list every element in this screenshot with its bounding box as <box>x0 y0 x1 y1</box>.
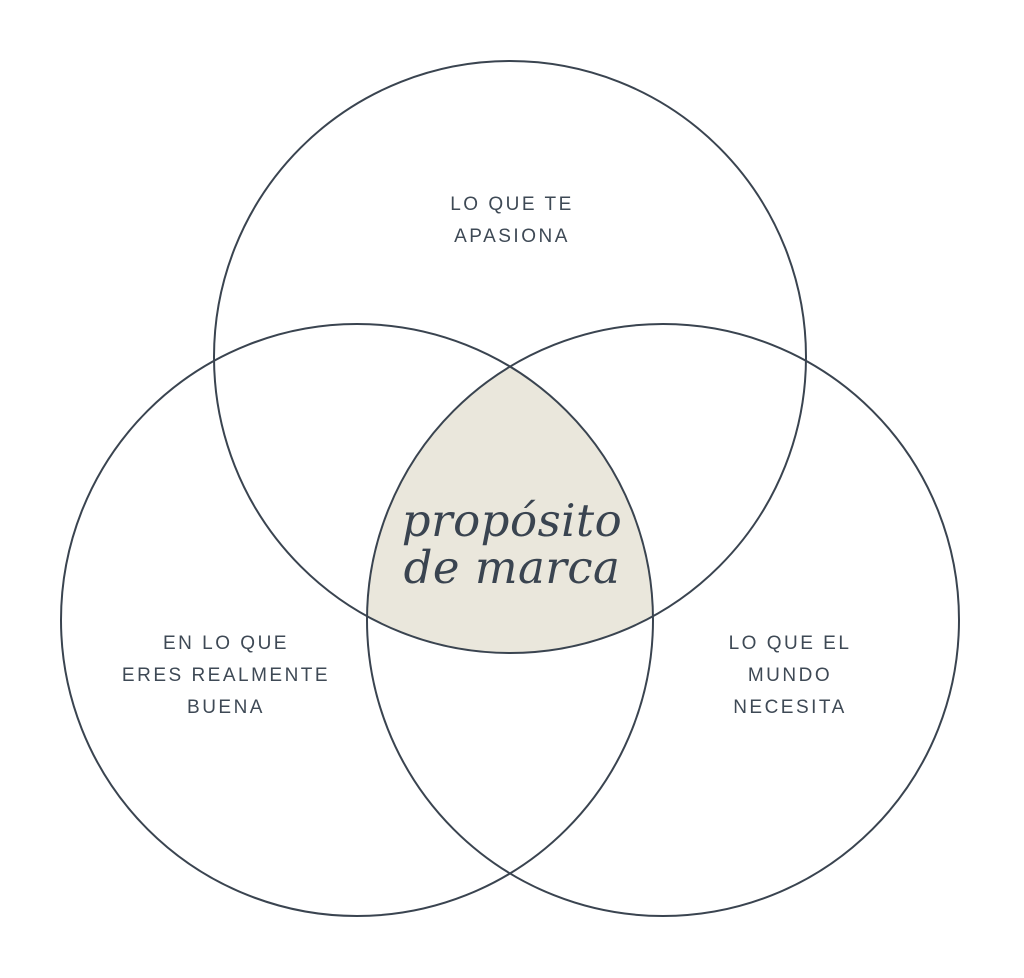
label-top-line1: LO QUE TE <box>450 194 574 215</box>
intersection-clip-outer <box>367 324 653 653</box>
label-left-line3: BUENA <box>187 697 265 718</box>
label-top-circle: LO QUE TE APASIONA <box>450 189 574 253</box>
label-right-circle: LO QUE EL MUNDO NECESITA <box>729 628 852 724</box>
center-label-line2: de marca <box>403 541 621 594</box>
label-left-circle: EN LO QUE ERES REALMENTE BUENA <box>122 628 330 724</box>
label-left-line1: EN LO QUE <box>163 633 289 654</box>
center-label-brand-purpose: propósito de marca <box>402 497 622 591</box>
center-label-line1: propósito <box>401 494 623 547</box>
triple-intersection-region <box>367 324 653 653</box>
label-left-line2: ERES REALMENTE <box>121 665 331 686</box>
circle-bottom-right <box>366 323 960 917</box>
label-right-line1: LO QUE EL <box>728 633 852 654</box>
label-right-line2: MUNDO <box>747 665 833 686</box>
label-right-line3: NECESITA <box>733 697 847 718</box>
circle-bottom-left <box>60 323 654 917</box>
label-top-line2: APASIONA <box>454 226 570 247</box>
circle-top <box>213 60 807 654</box>
